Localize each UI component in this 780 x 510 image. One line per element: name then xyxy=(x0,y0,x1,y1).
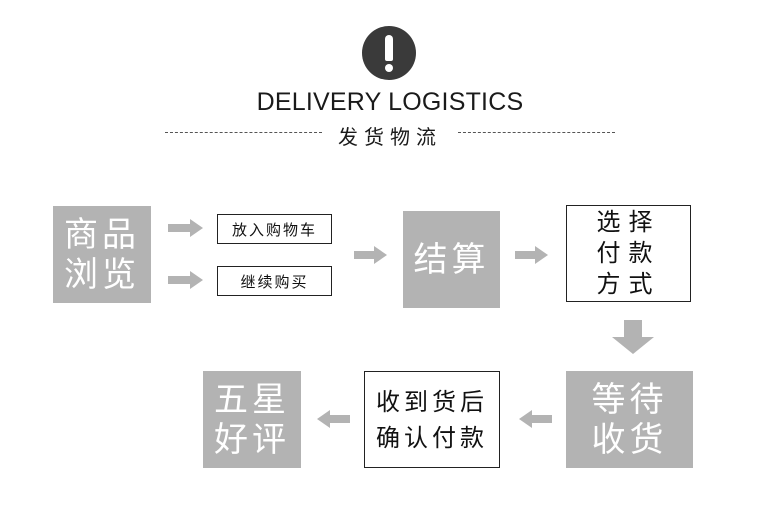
step-add-to-cart-label: 放入购物车 xyxy=(231,220,317,239)
step-payment-method-line3: 方式 xyxy=(596,270,661,298)
title-english: DELIVERY LOGISTICS xyxy=(256,88,524,116)
step-review-line1: 五星 xyxy=(214,379,290,420)
step-add-to-cart: 放入购物车 xyxy=(217,214,332,244)
step-checkout: 结算 xyxy=(403,211,500,308)
divider-right xyxy=(458,132,615,133)
step-browse: 商品 浏览 xyxy=(53,206,151,303)
title-chinese: 发货物流 xyxy=(338,125,442,149)
divider-left xyxy=(165,132,322,133)
arrow-right-icon xyxy=(515,245,551,265)
step-confirm-payment-line1: 收到货后 xyxy=(376,387,488,416)
step-confirm-payment: 收到货后 确认付款 xyxy=(364,371,500,468)
arrow-down-icon xyxy=(611,320,655,356)
step-continue-shopping: 继续购买 xyxy=(217,266,332,296)
step-await-delivery-line1: 等待 xyxy=(591,379,668,420)
step-payment-method-line1: 选择 xyxy=(596,208,661,236)
arrow-left-icon xyxy=(519,409,555,429)
exclamation-circle-icon xyxy=(362,26,416,80)
step-await-delivery-line2: 收货 xyxy=(591,419,668,460)
step-payment-method: 选择 付款 方式 xyxy=(566,205,691,302)
step-payment-method-line2: 付款 xyxy=(596,239,661,267)
step-browse-line2: 浏览 xyxy=(64,254,140,295)
arrow-left-icon xyxy=(317,409,353,429)
arrow-right-icon xyxy=(168,218,204,238)
step-await-delivery: 等待 收货 xyxy=(566,371,693,468)
step-confirm-payment-line2: 确认付款 xyxy=(376,423,488,452)
step-review-line2: 好评 xyxy=(214,419,290,460)
step-checkout-label: 结算 xyxy=(413,239,490,280)
exclamation-bar xyxy=(385,35,393,61)
step-continue-shopping-label: 继续购买 xyxy=(240,272,309,291)
step-review: 五星 好评 xyxy=(203,371,301,468)
step-browse-line1: 商品 xyxy=(64,214,140,255)
exclamation-dot xyxy=(385,64,393,72)
arrow-right-icon xyxy=(168,270,204,290)
arrow-right-icon xyxy=(354,245,390,265)
